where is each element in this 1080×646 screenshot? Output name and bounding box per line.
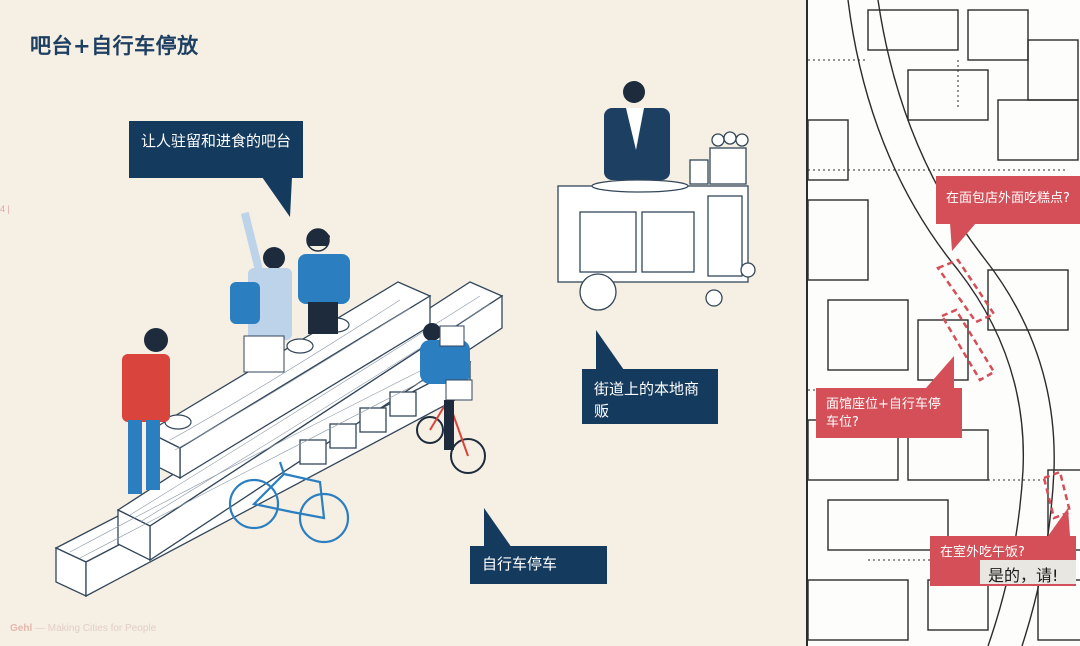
footer-brand: Gehl <box>10 623 33 634</box>
bicycle-parked <box>228 461 350 544</box>
map-label-noodle: 面馆座位+自行车停车位? <box>816 388 962 438</box>
person-blue-shirt <box>298 228 350 334</box>
map-label-lunch-text: 在室外吃午饭? <box>940 545 1025 560</box>
map-label-lunch-tail <box>1048 508 1070 536</box>
callout-vendor: 街道上的本地商贩 <box>582 369 718 424</box>
callout-bar: 让人驻留和进食的吧台 <box>129 121 303 178</box>
street-vendor <box>557 81 756 311</box>
callout-bike: 自行车停车 <box>470 546 607 584</box>
bar-illustration <box>54 81 756 598</box>
highlight-lunch <box>1042 470 1072 520</box>
map-answer-text: 是的，请! <box>988 566 1059 585</box>
footer: Gehl — Making Cities for People <box>10 623 156 634</box>
highlight-noodle <box>940 308 996 382</box>
map-label-bakery-text: 在面包店外面吃糕点? <box>946 191 1070 206</box>
timber-block <box>299 439 327 465</box>
callout-vendor-tail <box>596 330 624 370</box>
timber-block <box>359 407 387 433</box>
slide-title: 吧台+自行车停放 <box>30 34 199 58</box>
map-answer: 是的，请! <box>980 560 1076 585</box>
page-number: 4 | <box>0 204 10 214</box>
map-label-noodle-tail <box>926 356 954 388</box>
person-backpack <box>230 211 292 373</box>
bowl <box>286 338 314 354</box>
callout-bike-tail <box>484 508 512 548</box>
callout-bike-text: 自行车停车 <box>482 555 558 573</box>
callout-bar-text: 让人驻留和进食的吧台 <box>141 132 292 150</box>
timber-block <box>329 423 357 449</box>
timber-block <box>389 391 417 417</box>
bowl <box>164 414 192 430</box>
street-map: 在面包店外面吃糕点? 面馆座位+自行车停车位? 在室外吃午饭? 是的，请! <box>806 0 1080 646</box>
callout-vendor-text: 街道上的本地商贩 <box>594 380 700 420</box>
highlight-bakery <box>936 258 996 324</box>
map-label-bakery-tail <box>950 223 976 251</box>
callout-bar-tail <box>262 177 292 217</box>
footer-tagline: — Making Cities for People <box>35 623 157 634</box>
map-label-noodle-text: 面馆座位+自行车停车位? <box>826 397 941 430</box>
person-red-shirt <box>122 328 170 494</box>
cyclist <box>416 323 486 474</box>
map-label-bakery: 在面包店外面吃糕点? <box>936 176 1080 224</box>
